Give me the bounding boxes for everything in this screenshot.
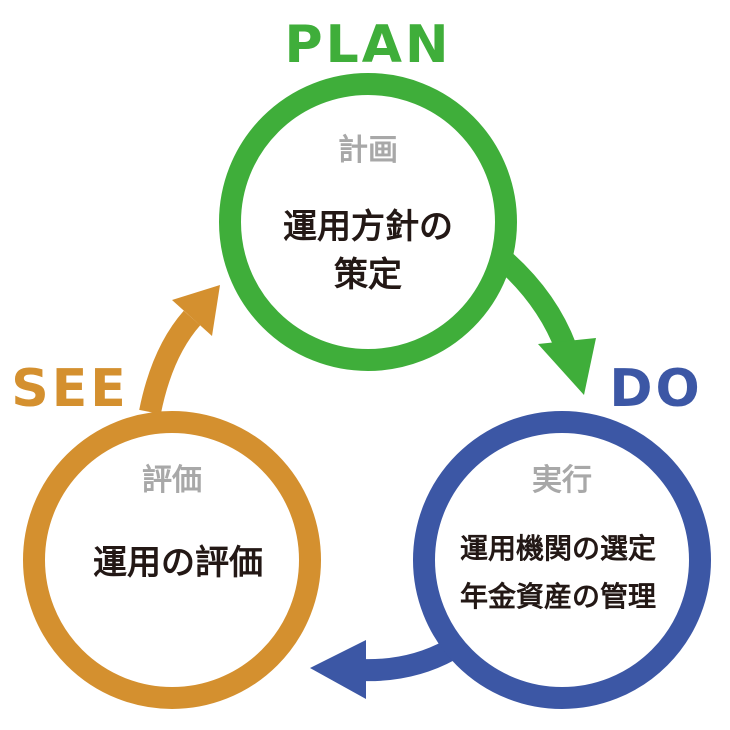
do-text-line-1: 運用機関の選定 xyxy=(460,532,656,565)
see-sublabel: 評価 xyxy=(142,463,202,498)
plan-stage: PLAN 計画 運用方針の 策定 xyxy=(219,15,517,371)
do-circle xyxy=(413,411,711,709)
do-label: DO xyxy=(609,359,702,419)
plan-to-do-arrow xyxy=(498,253,596,395)
plan-text-line-2: 策定 xyxy=(334,255,402,295)
plan-circle xyxy=(219,73,517,371)
see-text-line-1: 運用の評価 xyxy=(93,543,263,583)
see-stage: SEE 評価 運用の評価 xyxy=(11,359,321,709)
plan-label: PLAN xyxy=(284,15,451,75)
plan-sublabel: 計画 xyxy=(338,133,398,168)
see-to-plan-arrow xyxy=(139,285,220,415)
do-sublabel: 実行 xyxy=(532,463,592,498)
plan-text-line-1: 運用方針の xyxy=(283,207,453,247)
do-text-line-2: 年金資産の管理 xyxy=(460,580,656,613)
do-to-see-arrow xyxy=(310,640,456,699)
see-circle xyxy=(23,411,321,709)
do-stage: DO 実行 運用機関の選定 年金資産の管理 xyxy=(413,359,711,709)
see-label: SEE xyxy=(11,359,129,419)
